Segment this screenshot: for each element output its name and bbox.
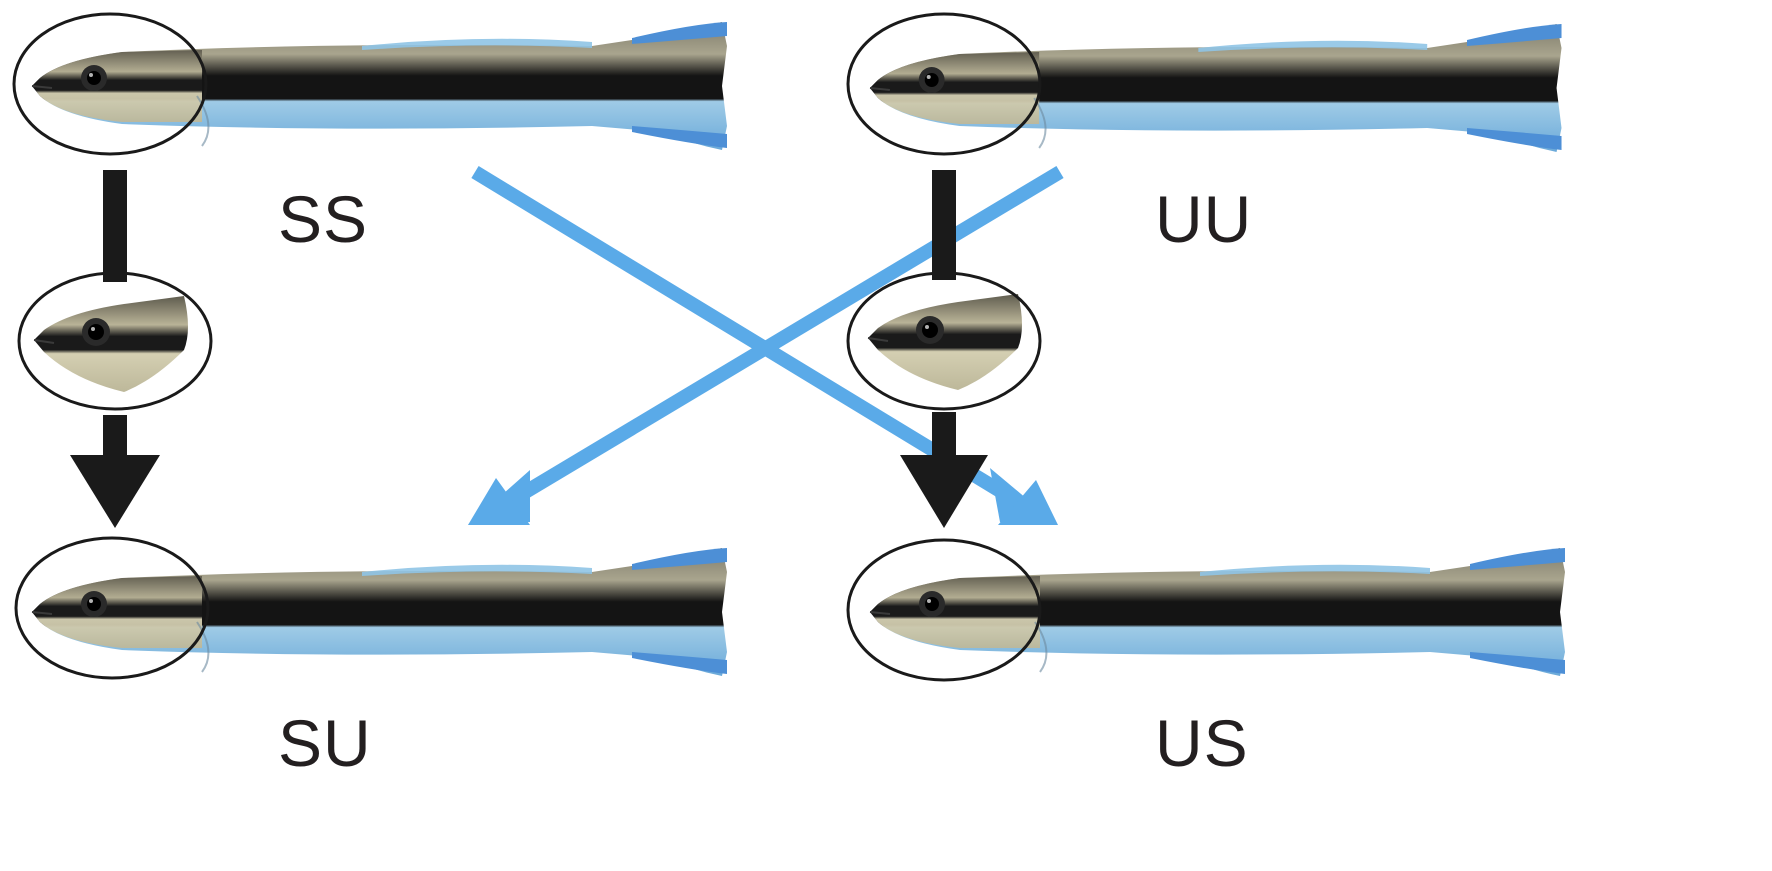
head-ellipse-ss [12, 12, 208, 156]
head-middle-left [17, 271, 213, 411]
fish-us [846, 538, 1566, 682]
head-ellipse-uu [846, 12, 1042, 156]
head-ellipse-mid-left [17, 271, 213, 411]
head-middle-right [846, 271, 1042, 411]
head-ellipse-mid-right [846, 271, 1042, 411]
blue-arrow-ss-to-us [471, 166, 1058, 525]
fish-ss [12, 12, 728, 156]
label-ss: SS [278, 182, 369, 256]
black-arrow-left [70, 170, 160, 528]
fish-uu [846, 12, 1563, 156]
label-us: US [1155, 706, 1249, 780]
black-arrow-right [900, 170, 988, 528]
head-ellipse-su [14, 536, 210, 680]
blue-arrow-uu-to-su [468, 165, 1064, 525]
label-uu: UU [1155, 182, 1253, 256]
head-ellipse-us [846, 538, 1042, 682]
fish-su [14, 536, 728, 680]
label-su: SU [278, 706, 372, 780]
